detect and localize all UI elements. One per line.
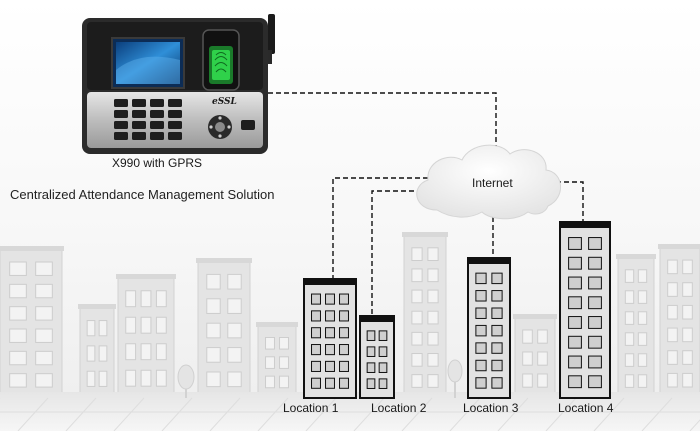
location-label-3: Location 3: [463, 401, 519, 415]
internet-cloud-icon: [416, 144, 561, 220]
tree-icon: [177, 364, 195, 398]
device-brand-logo: eSSL: [212, 97, 237, 107]
internet-label: Internet: [472, 176, 513, 190]
network-connectors: [268, 92, 584, 318]
attendance-device: [82, 14, 275, 154]
background-buildings: [0, 232, 700, 399]
solution-title: Centralized Attendance Management Soluti…: [10, 187, 275, 202]
location-label-4: Location 4: [558, 401, 614, 415]
device-caption: X990 with GPRS: [112, 156, 203, 170]
tree-icon: [447, 359, 463, 398]
location-label-1: Location 1: [283, 401, 339, 415]
location-label-2: Location 2: [371, 401, 427, 415]
location-buildings: [303, 221, 611, 399]
